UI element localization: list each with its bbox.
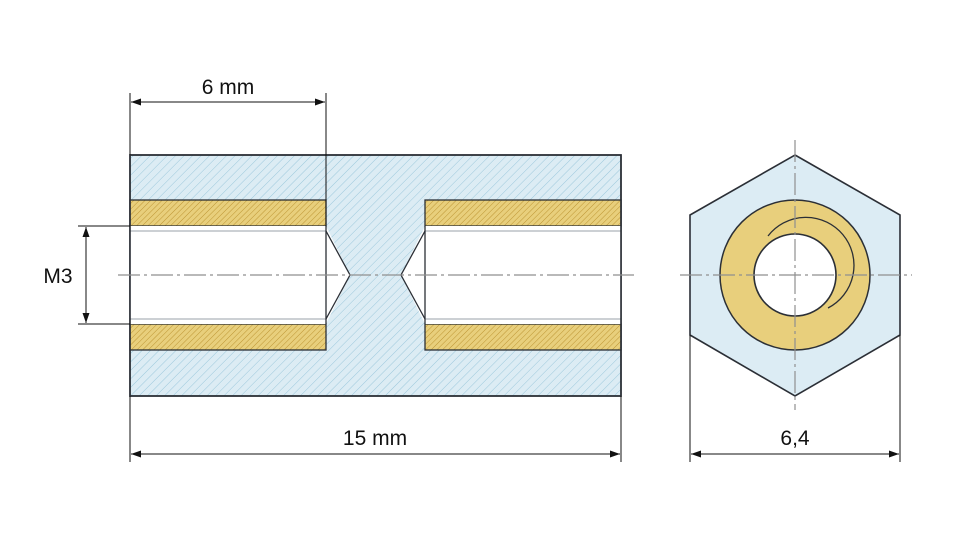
total-length-label: 15 mm <box>343 427 407 450</box>
thread-spiral-arc <box>767 216 855 309</box>
dimension-thread-size: M3 <box>43 225 130 325</box>
thread-strip-bottom-left <box>129 323 327 351</box>
thread-strip-bottom-right <box>424 323 622 351</box>
left-bore <box>130 226 350 324</box>
right-bore <box>401 226 621 324</box>
thread-strip-top-right <box>424 199 622 227</box>
dimension-total-length: 15 mm <box>129 396 622 462</box>
dimension-hex-width: 6,4 <box>689 335 901 462</box>
hex-width-label: 6,4 <box>780 427 810 450</box>
side-section-view <box>118 154 634 397</box>
thread-depth-label: 6 mm <box>202 76 255 99</box>
thread-strip-top-left <box>129 199 327 227</box>
thread-size-label: M3 <box>43 265 72 288</box>
end-view-hex <box>680 140 912 410</box>
dimension-thread-depth: 6 mm <box>129 76 327 226</box>
